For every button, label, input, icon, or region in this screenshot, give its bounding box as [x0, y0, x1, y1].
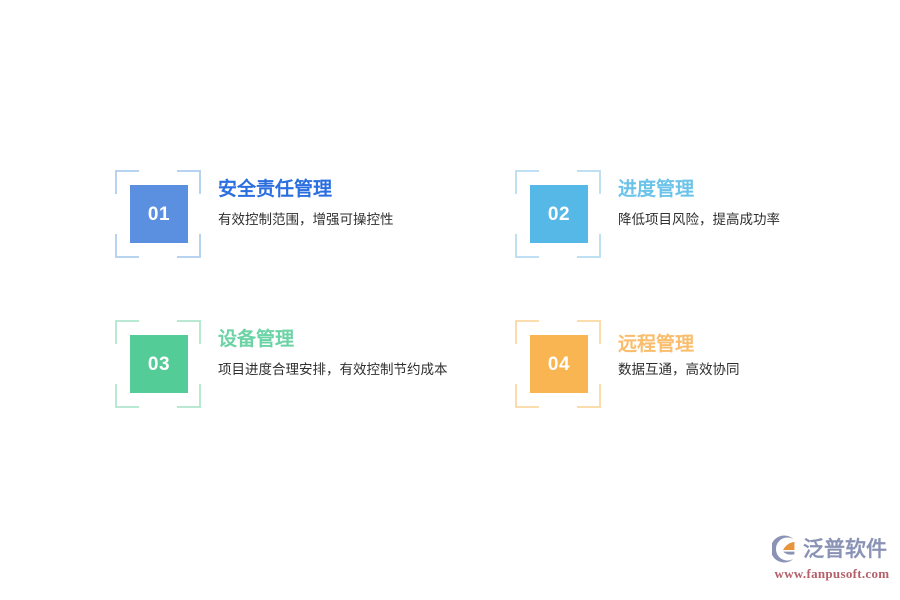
bracket-top-left-icon	[515, 170, 539, 194]
card-description: 数据互通，高效协同	[618, 361, 740, 377]
bracket-top-right-icon	[577, 170, 601, 194]
number-badge-01: 01	[112, 165, 204, 263]
brand-url: www.fanpusoft.com	[774, 566, 890, 581]
number-box-04: 04	[530, 335, 588, 393]
feature-card-04[interactable]: 04 远程管理 数据互通，高效协同	[512, 315, 740, 413]
bracket-top-left-icon	[515, 320, 539, 344]
bracket-bottom-right-icon	[177, 384, 201, 408]
brand-watermark: 泛普软件 www.fanpusoft.com	[770, 533, 892, 585]
brand-row: 泛普软件	[770, 533, 892, 565]
bracket-bottom-left-icon	[515, 234, 539, 258]
bracket-bottom-right-icon	[577, 384, 601, 408]
card-text-04: 远程管理 数据互通，高效协同	[604, 315, 740, 381]
card-number: 02	[547, 203, 571, 225]
feature-card-03[interactable]: 03 设备管理 项目进度合理安排，有效控制节约成本	[112, 315, 448, 413]
bracket-top-left-icon	[115, 320, 139, 344]
number-badge-04: 04	[512, 315, 604, 413]
bracket-bottom-left-icon	[115, 384, 139, 408]
bracket-bottom-left-icon	[515, 384, 539, 408]
card-description: 项目进度合理安排，有效控制节约成本	[218, 361, 448, 377]
card-text-03: 设备管理 项目进度合理安排，有效控制节约成本	[204, 315, 448, 381]
feature-card-01[interactable]: 01 安全责任管理 有效控制范围，增强可操控性	[112, 165, 394, 263]
card-title: 远程管理	[618, 334, 695, 355]
card-description: 有效控制范围，增强可操控性	[218, 211, 394, 227]
bracket-bottom-right-icon	[577, 234, 601, 258]
card-number: 04	[547, 353, 571, 375]
number-box-03: 03	[130, 335, 188, 393]
card-text-02: 进度管理 降低项目风险，提高成功率	[604, 165, 780, 231]
card-title: 安全责任管理	[218, 179, 333, 200]
card-title: 设备管理	[218, 329, 295, 350]
feature-card-02[interactable]: 02 进度管理 降低项目风险，提高成功率	[512, 165, 780, 263]
number-badge-02: 02	[512, 165, 604, 263]
card-number: 03	[147, 353, 171, 375]
bracket-bottom-left-icon	[115, 234, 139, 258]
number-box-02: 02	[530, 185, 588, 243]
number-box-01: 01	[130, 185, 188, 243]
number-badge-03: 03	[112, 315, 204, 413]
bracket-top-right-icon	[177, 320, 201, 344]
brand-name: 泛普软件	[803, 536, 887, 561]
bracket-bottom-right-icon	[177, 234, 201, 258]
fanpu-logo-icon	[770, 535, 800, 563]
card-text-01: 安全责任管理 有效控制范围，增强可操控性	[204, 165, 394, 231]
card-number: 01	[147, 203, 171, 225]
bracket-top-left-icon	[115, 170, 139, 194]
card-title: 进度管理	[618, 179, 695, 200]
bracket-top-right-icon	[577, 320, 601, 344]
card-description: 降低项目风险，提高成功率	[618, 211, 780, 227]
bracket-top-right-icon	[177, 170, 201, 194]
